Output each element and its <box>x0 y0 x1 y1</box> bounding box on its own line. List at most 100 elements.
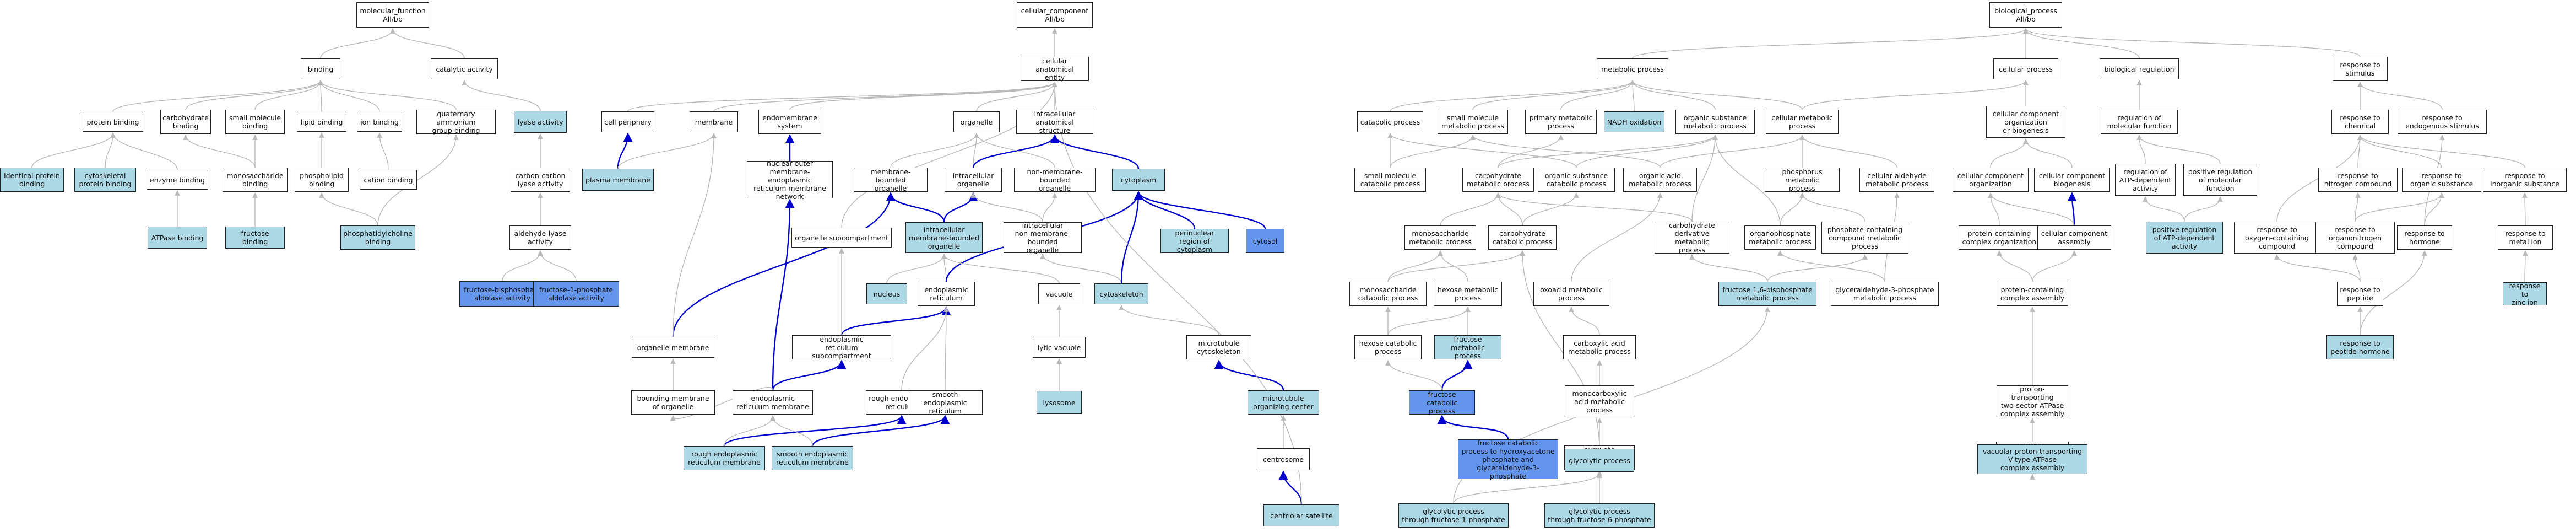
node-regatp[interactable]: regulation of ATP-dependent activity <box>2115 164 2176 196</box>
node-bmo[interactable]: bounding membrane of organelle <box>631 390 715 415</box>
node-hexmetab[interactable]: hexose metabolic process <box>1434 282 1502 306</box>
node-cellproc[interactable]: cellular process <box>1993 58 2058 79</box>
node-sermem[interactable]: smooth endoplasmic reticulum membrane <box>772 446 853 470</box>
node-monobind[interactable]: monosaccharide binding <box>223 168 288 192</box>
node-catalytic[interactable]: catalytic activity <box>431 58 498 79</box>
node-protassem[interactable]: protein-containing complex assembly <box>1997 282 2068 306</box>
node-caldmetab[interactable]: cellular aldehyde metabolic process <box>1859 168 1934 192</box>
node-mf[interactable]: molecular_function All/bb <box>356 2 429 28</box>
node-plasma[interactable]: plasma membrane <box>582 169 654 191</box>
node-monocarb[interactable]: monocarboxylic acid metabolic process <box>1565 385 1634 417</box>
node-cytoskel[interactable]: cytoskeleton <box>1094 283 1148 304</box>
node-identprot[interactable]: identical protein binding <box>0 168 64 192</box>
node-mtoc[interactable]: microtubule organizing center <box>1248 390 1319 415</box>
node-icnmbo[interactable]: intracellular non-membrane-bounded organ… <box>1004 221 1082 254</box>
node-cellper[interactable]: cell periphery <box>601 111 654 132</box>
node-carbderiv[interactable]: carbohydrate derivative metabolic proces… <box>1655 221 1729 254</box>
node-cclyase[interactable]: carbon-carbon lyase activity <box>511 168 570 192</box>
node-twosector[interactable]: proton-transporting two-sector ATPase co… <box>1997 385 2068 418</box>
node-fbpald[interactable]: fructose-bisphosphate aldolase activity <box>459 281 545 307</box>
node-metab[interactable]: metabolic process <box>1597 58 1668 79</box>
node-oxoacid[interactable]: oxoacid metabolic process <box>1533 282 1609 306</box>
node-bp[interactable]: biological_process All/bb <box>1989 2 2062 28</box>
node-lyase[interactable]: lyase activity <box>514 111 567 133</box>
node-smcatab[interactable]: small molecule catabolic process <box>1354 168 1426 192</box>
node-fructbind[interactable]: fructose binding <box>225 227 285 249</box>
node-mtcyto[interactable]: microtubule cytoskeleton <box>1186 335 1251 359</box>
node-monometab[interactable]: monosaccharide metabolic process <box>1404 225 1476 250</box>
node-mbo[interactable]: membrane-bounded organelle <box>854 168 928 192</box>
node-rermem[interactable]: rough endoplasmic reticulum membrane <box>684 446 765 470</box>
node-oacidmetab[interactable]: organic acid metabolic process <box>1623 168 1697 192</box>
node-centrosome[interactable]: centrosome <box>1257 448 1310 470</box>
node-respchem[interactable]: response to chemical <box>2331 110 2389 134</box>
node-ionbind[interactable]: ion binding <box>357 112 402 132</box>
node-nmbo[interactable]: non-membrane-bounded organelle <box>1014 168 1096 192</box>
node-cae[interactable]: cellular anatomical entity <box>1021 57 1089 82</box>
node-hexcatab[interactable]: hexose catabolic process <box>1354 335 1422 359</box>
node-respinorg[interactable]: response to inorganic substance <box>2483 168 2567 192</box>
node-centsat[interactable]: centriolar satellite <box>1263 504 1339 526</box>
node-aldlyase[interactable]: aldehyde-lyase activity <box>509 225 571 250</box>
node-primmetab[interactable]: primary metabolic process <box>1525 110 1597 134</box>
node-pephorm[interactable]: response to peptide hormone <box>2326 335 2394 359</box>
node-respmetal[interactable]: response to metal ion <box>2498 225 2553 250</box>
node-f16bp[interactable]: fructose 1,6-bisphosphate metabolic proc… <box>1718 282 1816 306</box>
node-fructmetab[interactable]: fructose metabolic process <box>1434 335 1501 360</box>
node-nucouter[interactable]: nuclear outer membrane-endoplasmic retic… <box>747 159 833 201</box>
node-lysosome[interactable]: lysosome <box>1037 391 1082 414</box>
node-lipbind[interactable]: lipid binding <box>297 112 346 132</box>
node-enzbind[interactable]: enzyme binding <box>147 170 208 190</box>
node-respnitro[interactable]: response to nitrogen compound <box>2318 168 2398 192</box>
node-phosmetab[interactable]: phosphorus metabolic process <box>1765 168 1840 192</box>
node-nucleus[interactable]: nucleus <box>866 283 907 304</box>
node-orgmem[interactable]: organelle membrane <box>632 337 714 358</box>
node-orgsubmetab[interactable]: organic substance metabolic process <box>1675 110 1755 134</box>
node-cytoplasm[interactable]: cytoplasm <box>1112 169 1165 191</box>
node-respoxy[interactable]: response to oxygen-containing compound <box>2234 222 2320 254</box>
node-icmbo[interactable]: intracellular membrane-bounded organelle <box>905 222 983 253</box>
node-regmolfn[interactable]: regulation of molecular function <box>2101 110 2178 134</box>
node-protbind[interactable]: protein binding <box>83 112 143 132</box>
node-organelle[interactable]: organelle <box>953 111 1000 132</box>
node-respzinc[interactable]: response to zinc ion <box>2503 282 2547 307</box>
node-binding[interactable]: binding <box>301 58 340 79</box>
node-icorg[interactable]: intracellular organelle <box>945 168 1002 192</box>
node-glycf6p[interactable]: glycolytic process through fructose-6-ph… <box>1544 503 1655 528</box>
node-perinuc[interactable]: perinuclear region of cytoplasm <box>1160 229 1229 254</box>
node-protcomp[interactable]: protein-containing complex organization <box>1959 225 2040 250</box>
node-respendo[interactable]: response to endogenous stimulus <box>2398 110 2487 134</box>
node-glycolytic[interactable]: glycolytic process <box>1565 449 1634 472</box>
node-f1pald[interactable]: fructose-1-phosphate aldolase activity <box>533 281 619 307</box>
node-orgsub[interactable]: organelle subcompartment <box>791 228 892 248</box>
node-carbcatab[interactable]: carbohydrate catabolic process <box>1488 225 1557 250</box>
node-quatbind[interactable]: quaternary ammonium group binding <box>416 110 496 135</box>
node-cytosol[interactable]: cytosol <box>1246 229 1284 253</box>
node-er[interactable]: endoplasmic reticulum <box>918 282 975 306</box>
node-monocatab[interactable]: monosaccharide catabolic process <box>1349 282 1427 306</box>
node-carbmetab[interactable]: carbohydrate metabolic process <box>1462 168 1534 192</box>
node-nadh[interactable]: NADH oxidation <box>1604 111 1664 132</box>
node-phoscomp[interactable]: phosphate-containing compound metabolic … <box>1821 222 1908 254</box>
node-respnitrog[interactable]: response to organonitrogen compound <box>2315 222 2395 254</box>
node-posatp[interactable]: positive regulation of ATP-dependent act… <box>2146 222 2223 254</box>
node-ias[interactable]: intracellular anatomical structure <box>1016 110 1093 135</box>
node-g3p[interactable]: glyceraldehyde-3-phosphate metabolic pro… <box>1831 282 1939 306</box>
node-lytic[interactable]: lytic vacuole <box>1033 337 1086 358</box>
node-osubcatab[interactable]: organic substance catabolic process <box>1538 168 1615 192</box>
node-glycf1p[interactable]: glycolytic process through fructose-1-ph… <box>1398 503 1509 528</box>
node-endomem[interactable]: endomembrane system <box>758 110 821 134</box>
node-phoschol[interactable]: phosphatidylcholine binding <box>340 225 415 250</box>
node-catab[interactable]: catabolic process <box>1357 111 1423 132</box>
node-phosbind[interactable]: phospholipid binding <box>295 168 349 192</box>
node-ccob[interactable]: cellular component organization or bioge… <box>1986 106 2065 138</box>
node-atpase[interactable]: ATPase binding <box>148 227 207 249</box>
node-orgphos[interactable]: organophosphate metabolic process <box>1744 225 1816 250</box>
node-cationbind[interactable]: cation binding <box>360 170 417 190</box>
node-membrane[interactable]: membrane <box>690 111 738 132</box>
node-carbox[interactable]: carboxylic acid metabolic process <box>1563 335 1636 359</box>
node-cytoskbind[interactable]: cytoskeletal protein binding <box>74 168 136 192</box>
node-vacuole[interactable]: vacuole <box>1038 283 1080 304</box>
node-bioreg[interactable]: biological regulation <box>2100 58 2179 79</box>
node-cc[interactable]: cellular_component All/bb <box>1017 2 1093 28</box>
